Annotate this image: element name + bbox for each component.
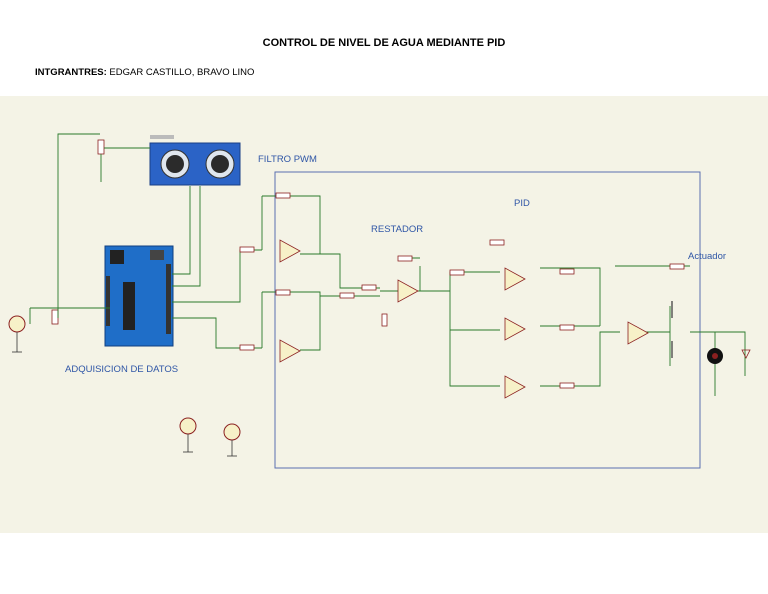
- schematic-svg: FILTRO PWM RESTADOR PID Actuador ADQUISI…: [8, 133, 751, 469]
- resistor: [449, 269, 465, 276]
- resistor: [239, 344, 255, 351]
- resistor: [559, 268, 575, 275]
- pid-frame: [274, 171, 701, 469]
- resistor: [669, 263, 685, 270]
- label-restador: RESTADOR: [371, 224, 423, 235]
- resistor: [339, 292, 355, 299]
- opamp-u1a: [279, 239, 301, 263]
- members-names: EDGAR CASTILLO, BRAVO LINO: [109, 67, 255, 78]
- resistor: [361, 284, 377, 291]
- resistor: [275, 289, 291, 296]
- potentiometer-rv1: [97, 139, 105, 155]
- potentiometer-rv2: [51, 309, 59, 325]
- resistor: [397, 255, 413, 262]
- diode-icon: [741, 349, 751, 359]
- label-pid: PID: [514, 198, 530, 209]
- schematic-canvas: FILTRO PWM RESTADOR PID Actuador ADQUISI…: [0, 96, 768, 533]
- resistor: [559, 324, 575, 331]
- opamp-u1b: [279, 339, 301, 363]
- label-actuador: Actuador: [688, 251, 726, 262]
- resistor: [275, 192, 291, 199]
- opamp-u5: [504, 375, 526, 399]
- label-filtro-pwm: FILTRO PWM: [258, 154, 317, 165]
- arduino-board: [104, 245, 174, 347]
- resistor: [381, 313, 388, 327]
- opamp-u4: [504, 317, 526, 341]
- resistor: [489, 239, 505, 246]
- members-label: INTGRANTRES:: [35, 67, 107, 78]
- source-v3: [8, 315, 26, 353]
- motor-icon: [707, 348, 723, 364]
- opamp-u6: [627, 321, 649, 345]
- opamp-u2: [397, 279, 419, 303]
- document-title: CONTROL DE NIVEL DE AGUA MEDIANTE PID: [262, 37, 506, 49]
- opamp-u3: [504, 267, 526, 291]
- source-v2: [223, 423, 241, 457]
- resistor: [239, 246, 255, 253]
- resistor: [559, 382, 575, 389]
- source-v1: [179, 417, 197, 453]
- ultrasonic-sensor: [149, 135, 241, 186]
- members-line: INTGRANTRES: EDGAR CASTILLO, BRAVO LINO: [35, 67, 254, 78]
- label-adquisicion: ADQUISICION DE DATOS: [65, 364, 178, 375]
